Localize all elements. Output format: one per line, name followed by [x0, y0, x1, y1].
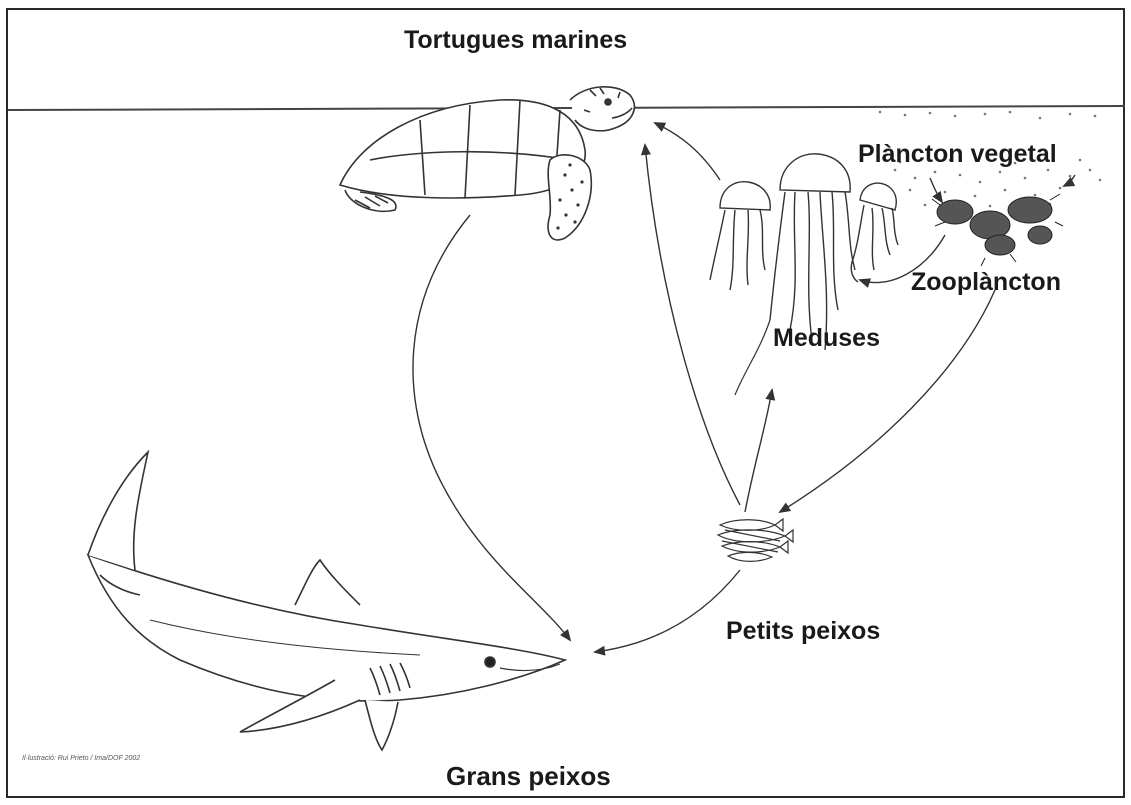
sea-turtle-icon	[340, 87, 634, 240]
label-phytoplankton: Plàncton vegetal	[858, 142, 1057, 167]
label-zooplankton: Zooplàncton	[911, 270, 1061, 295]
arrow-smallfish-to-shark	[595, 570, 740, 652]
label-big-fish: Grans peixos	[446, 763, 611, 789]
shark-icon	[88, 452, 565, 750]
arrow-jellyfish-to-turtle	[655, 123, 720, 180]
illustration-credit: Il·lustració: Rui Prieto / Ima/DOF 2002	[22, 755, 140, 762]
zooplankton-icon	[932, 194, 1063, 266]
jellyfish-icon	[710, 154, 898, 395]
label-jellyfish: Meduses	[773, 326, 880, 351]
arrow-smallfish-to-jellyfish	[745, 390, 772, 512]
label-sea-turtles: Tortugues marines	[404, 28, 627, 53]
sea-surface-line	[8, 106, 1125, 110]
label-small-fish: Petits peixos	[726, 619, 880, 644]
small-fish-school-icon	[718, 519, 793, 561]
arrow-phyto-to-zoo	[930, 178, 942, 202]
arrow-turtle-to-shark	[413, 215, 570, 640]
